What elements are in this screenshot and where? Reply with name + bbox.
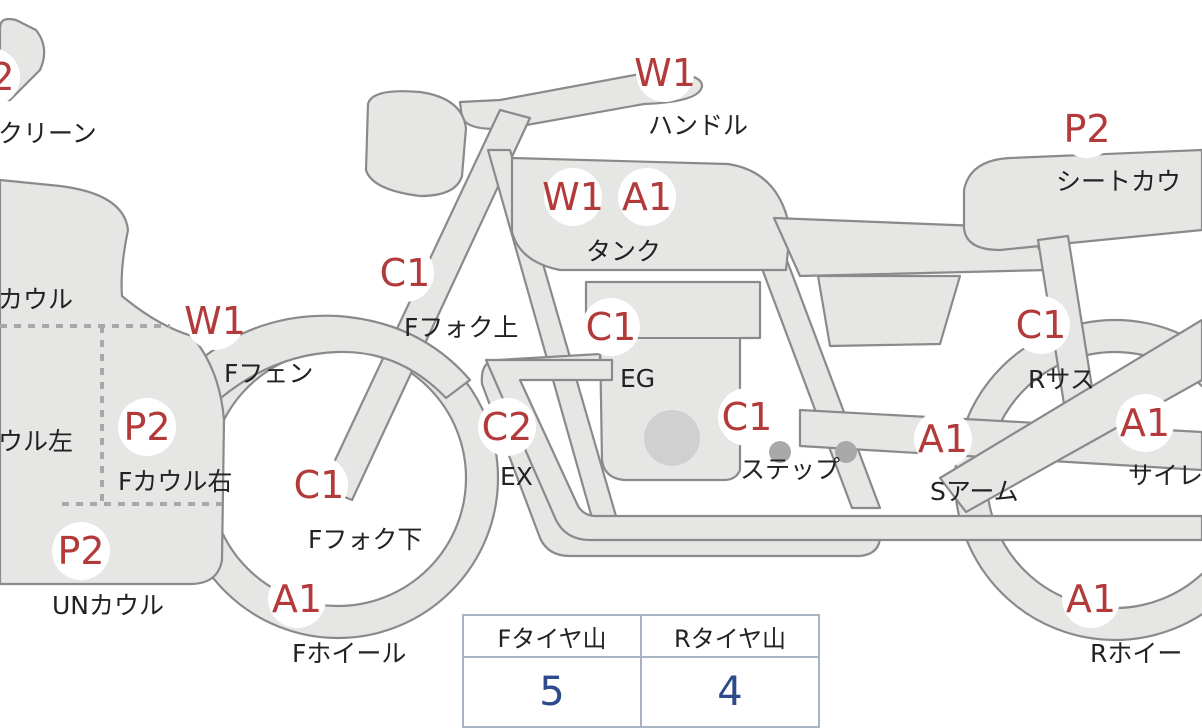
- part-code-badge: W1: [634, 44, 696, 102]
- headlight: [364, 90, 468, 198]
- part-label: Sアーム: [930, 477, 1019, 506]
- part-label: ステップ: [740, 455, 841, 484]
- part-code-badge: C1: [290, 456, 348, 514]
- table-header-front-tire: Fタイヤ山: [462, 614, 642, 658]
- part-label: UNカウル: [52, 591, 164, 620]
- part-label: ハンドル: [648, 111, 749, 140]
- part-label: Fホイール: [292, 639, 407, 668]
- part-label: Rサス: [1028, 365, 1095, 394]
- front-tire-value: 5: [462, 656, 642, 728]
- part-code-badge: P2: [1058, 100, 1116, 158]
- part-label: Fフェン: [224, 359, 314, 388]
- table-header-row: Fタイヤ山 Rタイヤ山: [462, 614, 820, 658]
- part-code-badge: P2: [118, 398, 176, 456]
- part-label: Fフォク下: [308, 525, 423, 554]
- table-header-rear-tire: Rタイヤ山: [640, 614, 820, 658]
- part-code-badge: C2: [478, 398, 536, 456]
- part-label: サイレ: [1128, 461, 1202, 490]
- rear-tire-value: 4: [640, 656, 820, 728]
- part-code-badge: P2: [52, 522, 110, 580]
- engine-dot: [644, 410, 700, 466]
- part-code-badge: W1: [542, 168, 604, 226]
- front-fork: [320, 108, 532, 502]
- muffler: [938, 318, 1202, 514]
- part-label: Fカウル右: [118, 467, 233, 496]
- part-label: クリーン: [0, 119, 97, 148]
- part-code-badge: A1: [1062, 570, 1120, 628]
- part-code-badge: C1: [376, 244, 434, 302]
- part-code-badge: A1: [618, 168, 676, 226]
- part-label: EG: [620, 364, 656, 393]
- part-code-badge: C1: [582, 298, 640, 356]
- exhaust-pipe: [484, 358, 1202, 542]
- part-code-badge: A1: [914, 410, 972, 468]
- part-label: ウル左: [0, 427, 74, 456]
- seat: [962, 148, 1202, 252]
- part-code-badge: A1: [268, 570, 326, 628]
- footpeg-dot-1: [769, 441, 791, 463]
- front-cowl: [0, 178, 226, 586]
- part-code-badge: P2: [0, 48, 20, 106]
- part-label: EX: [500, 462, 533, 491]
- part-label: Rホイー: [1090, 639, 1183, 668]
- part-label: カウル: [0, 285, 74, 314]
- footpeg-dot-2: [835, 441, 857, 463]
- part-code-badge: C1: [1012, 296, 1070, 354]
- front-fender: [198, 314, 472, 404]
- part-label: シートカウ: [1056, 167, 1182, 196]
- part-code-badge: C1: [718, 388, 776, 446]
- part-code-badge: A1: [1116, 394, 1174, 452]
- tire-tread-table: Fタイヤ山 Rタイヤ山 5 4: [462, 614, 820, 728]
- part-code-badge: W1: [184, 292, 246, 350]
- part-label: タンク: [586, 237, 662, 266]
- table-row: 5 4: [462, 656, 820, 728]
- part-label: Fフォク上: [404, 313, 519, 342]
- side-cover: [816, 274, 962, 348]
